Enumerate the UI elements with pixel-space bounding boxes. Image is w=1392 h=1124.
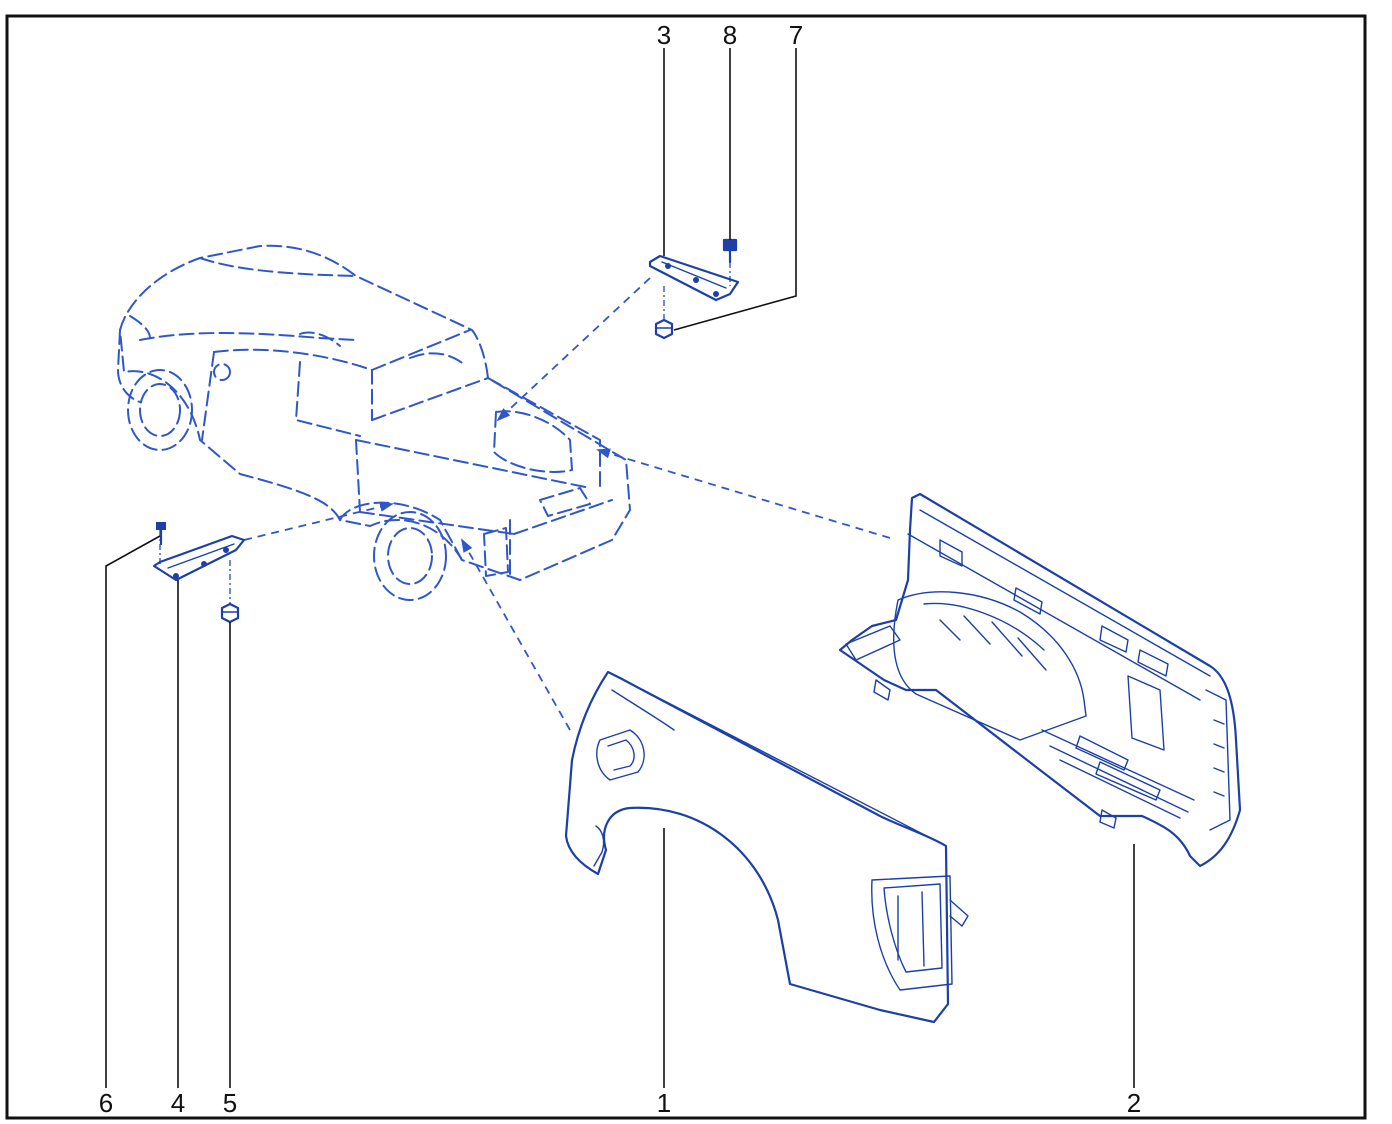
callout-5: 5 [223, 1088, 237, 1118]
callout-1: 1 [657, 1088, 671, 1118]
callout-4: 4 [171, 1088, 185, 1118]
nut-lower-part-5 [220, 602, 240, 624]
vehicle-ghost-outline [117, 244, 631, 601]
callout-6: 6 [99, 1088, 113, 1118]
callout-3: 3 [657, 20, 671, 50]
callout-2: 2 [1127, 1088, 1141, 1118]
callout-labels: 3 8 7 6 4 5 1 2 [99, 20, 1141, 1118]
bracket-upper-part-3 [648, 254, 740, 302]
bolt-lower-part-6 [156, 522, 166, 546]
diagram-frame [5, 14, 1367, 1120]
callout-8: 8 [723, 20, 737, 50]
callout-7: 7 [789, 20, 803, 50]
assembly-guide-lines [159, 262, 891, 731]
fender-panel-part-1 [564, 670, 969, 1024]
bracket-lower-part-4 [152, 534, 246, 582]
bolt-upper-part-8 [722, 238, 738, 264]
bed-inner-panel-part-2 [838, 492, 1242, 868]
nut-upper-part-7 [654, 318, 674, 340]
leader-lines [105, 48, 1135, 1088]
